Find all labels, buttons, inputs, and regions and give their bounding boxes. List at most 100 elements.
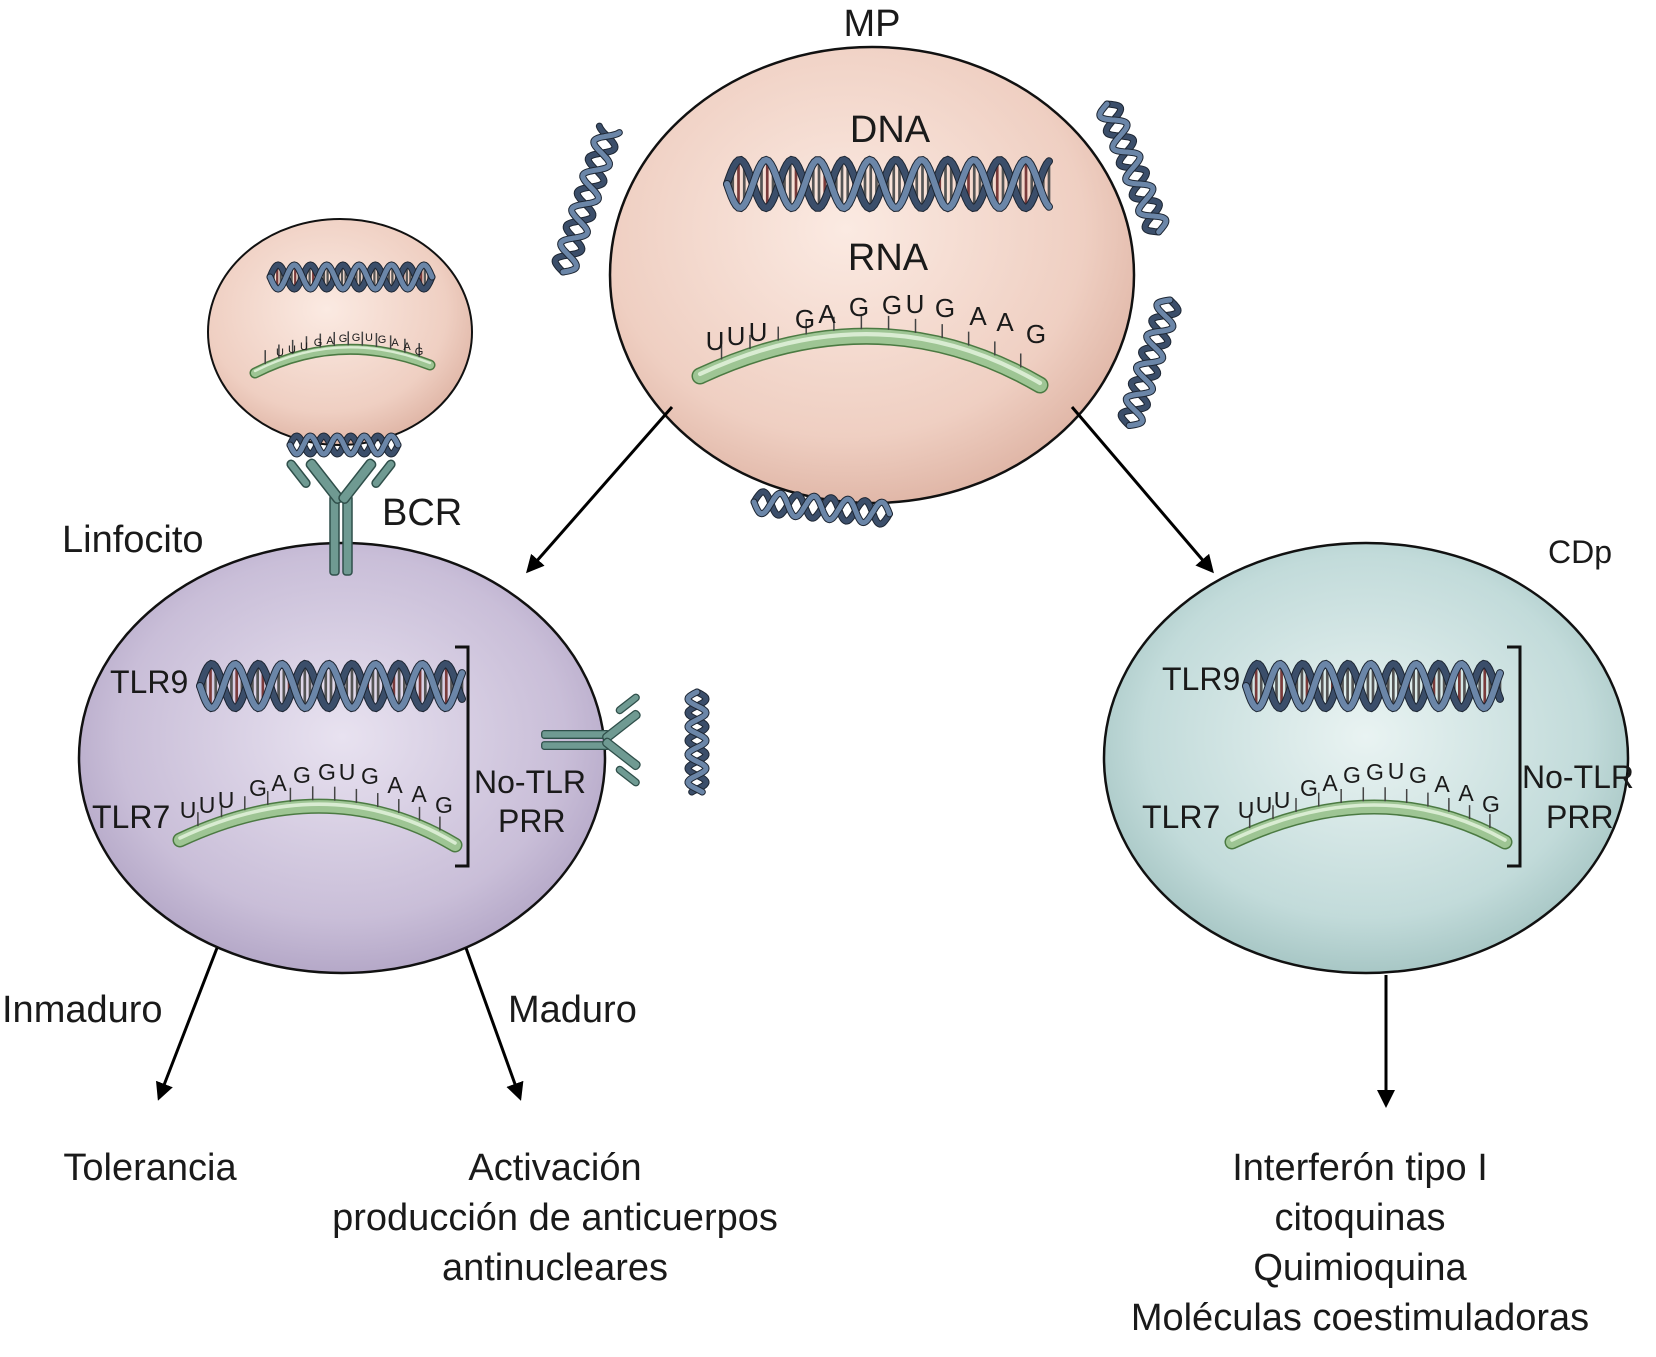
rna-base-letter: G xyxy=(1482,791,1500,817)
rna-base-letter: U xyxy=(288,344,296,356)
rna-base-letter: U xyxy=(365,332,373,344)
lymphocyte-dna-helix xyxy=(196,659,466,713)
rna-base-letter: U xyxy=(706,326,725,356)
rna-base-letter: G xyxy=(249,775,267,801)
rna-base-letter: U xyxy=(1238,797,1255,823)
small-cell-dna-helix xyxy=(266,261,436,293)
rna-base-letter: A xyxy=(411,781,427,807)
pdc-rna-strand xyxy=(1224,787,1513,850)
rna-base-letter: G xyxy=(1366,759,1384,785)
lymphocyte-cell xyxy=(77,541,607,975)
rna-base-letter: A xyxy=(271,770,287,796)
lymphocyte-rna-strand xyxy=(172,786,463,853)
membrane-receptor-right xyxy=(541,693,641,787)
label-prr-pdc: PRR xyxy=(1546,799,1614,835)
rna-base-letter: G xyxy=(935,293,955,323)
rna-base-letter: G xyxy=(339,333,348,345)
dna-fragment-upper-right xyxy=(1096,100,1170,236)
arrow-mp-to-lymphocyte xyxy=(526,406,674,574)
rna-base-letter: G xyxy=(849,292,869,322)
rna-base-letter: G xyxy=(314,337,323,349)
rna-base-letter: A xyxy=(996,307,1014,337)
label-bcr: BCR xyxy=(382,492,462,534)
label-maduro: Maduro xyxy=(508,989,637,1031)
small-cell-rna-strand xyxy=(249,331,436,379)
rna-base-letter: A xyxy=(969,301,987,331)
outcome-pdc-line-2: citoquinas xyxy=(1274,1197,1445,1239)
rna-base-letter: A xyxy=(1434,771,1450,797)
rna-base-letter: G xyxy=(795,304,815,334)
outcome-tolerancia: Tolerancia xyxy=(63,1147,237,1189)
rna-base-letter: U xyxy=(199,792,216,818)
rna-base-letter: G xyxy=(293,762,311,788)
outcome-pdc-line-1: Interferón tipo I xyxy=(1232,1147,1488,1189)
outcome-pdc-line-3: Quimioquina xyxy=(1253,1247,1467,1289)
small-apoptotic-cell xyxy=(207,218,473,446)
rna-base-letter: G xyxy=(1300,775,1318,801)
dna-fragment-bcr xyxy=(286,432,402,458)
mp-dna-helix xyxy=(723,155,1053,213)
rna-base-letter: U xyxy=(727,321,746,351)
rna-base-letter: G xyxy=(352,332,361,344)
pdc-dna-helix xyxy=(1242,659,1504,713)
rna-base-letter: A xyxy=(387,772,403,798)
rna-base-letter: U xyxy=(276,347,284,359)
arrow-inmaduro xyxy=(156,947,219,1101)
rna-base-letter: U xyxy=(1274,787,1291,813)
rna-base-letter: A xyxy=(403,341,411,353)
label-tlr7-pdc: TLR7 xyxy=(1142,799,1220,835)
label-rna: RNA xyxy=(848,237,929,279)
rna-base-letter: U xyxy=(1388,758,1405,784)
label-cdp: CDp xyxy=(1548,534,1612,570)
dna-fragment-left xyxy=(551,122,623,276)
rna-base-letter: U xyxy=(300,341,308,353)
rna-base-letter: U xyxy=(339,759,356,785)
pdc-cell xyxy=(1102,541,1630,975)
dna-fragment-bottom xyxy=(750,488,893,528)
arrow-maduro xyxy=(464,947,524,1101)
outcome-activacion-line-1: Activación xyxy=(468,1147,641,1189)
label-tlr9-pdc: TLR9 xyxy=(1162,661,1240,697)
label-tlr7-lymphocyte: TLR7 xyxy=(92,799,170,835)
rna-base-letter: G xyxy=(435,792,453,818)
rna-base-letter: G xyxy=(1343,762,1361,788)
label-mp: MP xyxy=(844,3,901,45)
outcome-pdc-line-4: Moléculas coestimuladoras xyxy=(1131,1297,1589,1339)
rna-base-letter: G xyxy=(318,759,336,785)
rna-base-letter: U xyxy=(906,289,925,319)
rna-base-letter: G xyxy=(415,346,424,358)
rna-base-letter: U xyxy=(218,787,235,813)
label-no-tlr-lymphocyte: No-TLR xyxy=(474,764,586,800)
rna-base-letter: G xyxy=(882,290,902,320)
rna-strand-group xyxy=(172,315,1513,853)
label-no-tlr-pdc: No-TLR xyxy=(1522,759,1634,795)
bracket-pdc xyxy=(1507,645,1522,868)
rna-base-letter: U xyxy=(749,317,768,347)
outcome-activacion-line-2: producción de anticuerpos xyxy=(332,1197,778,1239)
dna-fragment-receptor xyxy=(684,688,710,796)
rna-base-letter: G xyxy=(1409,762,1427,788)
rna-base-letter: G xyxy=(1026,319,1046,349)
receptor-group xyxy=(286,458,641,787)
rna-base-letter: A xyxy=(818,299,836,329)
arrow-mp-to-pdc xyxy=(1070,406,1214,574)
rna-base-letter: G xyxy=(361,763,379,789)
rna-base-letter: G xyxy=(378,334,387,346)
label-linfocito: Linfocito xyxy=(62,519,204,561)
rna-base-letter: A xyxy=(1322,770,1338,796)
rna-base-letter: A xyxy=(391,337,399,349)
rna-base-letter: A xyxy=(1458,780,1474,806)
mp-rna-strand xyxy=(691,315,1049,394)
rna-base-letter: U xyxy=(1256,792,1273,818)
rna-base-letter: U xyxy=(180,797,197,823)
bracket-lymphocyte xyxy=(455,645,470,868)
label-dna: DNA xyxy=(850,109,931,151)
label-prr-lymphocyte: PRR xyxy=(498,803,566,839)
